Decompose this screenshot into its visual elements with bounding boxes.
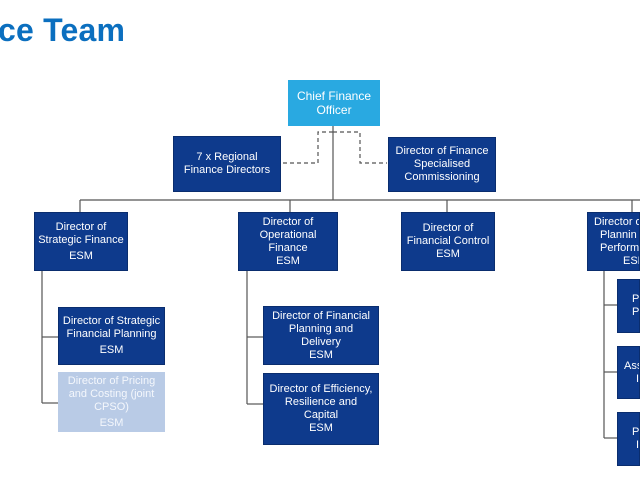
right-sub-box-1: P P	[617, 279, 640, 333]
regional-finance-directors-box: 7 x Regional Finance Directors	[173, 136, 281, 192]
box-line: Financial Control	[406, 235, 490, 247]
box-line: ESM	[276, 254, 300, 267]
box-line: Director of	[55, 220, 107, 233]
box-line: Director o	[594, 215, 640, 228]
box-line: I	[636, 439, 640, 451]
box-line: Resilience and	[284, 396, 358, 408]
box-line: CPSO)	[94, 400, 129, 413]
box-line: Director of	[422, 222, 474, 234]
box-line: P	[632, 306, 640, 318]
box-line: Plannin	[600, 228, 637, 241]
box-line: Director of Efficiency,	[269, 383, 373, 395]
box-line: Financial Planning	[66, 328, 157, 340]
box-line: ESM	[436, 248, 460, 260]
box-line: Officer	[316, 103, 352, 117]
director-strategic-finance-box: Director of Strategic Finance ESM	[34, 212, 128, 271]
right-sub-box-3: P I	[617, 412, 640, 466]
box-line: Planning and	[288, 322, 354, 335]
box-line: Finance Directors	[183, 164, 271, 176]
director-strategic-financial-planning-box: Director of Strategic Financial Planning…	[58, 307, 165, 365]
box-line: Operational	[259, 228, 317, 241]
box-line: Director of Finance	[395, 145, 489, 157]
director-operational-finance-box: Director of Operational Finance ESM	[238, 212, 338, 271]
box-line: Specialised	[413, 158, 471, 170]
director-pricing-costing-box: Director of Pricing and Costing (joint C…	[58, 372, 165, 432]
box-line: P	[632, 293, 640, 305]
box-line: P	[632, 426, 640, 438]
director-planning-performance-box: Director o Plannin Perform ESM	[587, 212, 640, 271]
chief-finance-officer-box: Chief Finance Officer	[288, 80, 380, 126]
box-line: ESM	[309, 422, 333, 434]
box-line: ESM	[623, 254, 639, 267]
box-line: Ass	[624, 359, 639, 372]
box-line: ESM	[99, 344, 124, 356]
director-financial-planning-delivery-box: Director of Financial Planning and Deliv…	[263, 306, 379, 365]
box-line: Delivery	[301, 335, 341, 348]
box-line: Director of Pricing	[67, 374, 156, 387]
box-line: Director of	[262, 215, 314, 228]
specialised-commissioning-box: Director of Finance Specialised Commissi…	[388, 137, 496, 192]
box-line: Strategic Finance	[38, 233, 124, 246]
box-line: 7 x Regional	[196, 151, 258, 163]
box-line: ESM	[69, 249, 93, 262]
box-line: Director of Strategic	[62, 315, 161, 327]
box-line: Chief Finance	[296, 89, 372, 103]
box-line: Director of Financial	[272, 309, 370, 322]
box-line: ESM	[99, 416, 124, 429]
box-line: Capital	[303, 409, 339, 421]
director-efficiency-resilience-capital-box: Director of Efficiency, Resilience and C…	[263, 373, 379, 445]
director-financial-control-box: Director of Financial Control ESM	[401, 212, 495, 271]
box-line: ESM	[309, 348, 333, 361]
box-line: Finance	[268, 241, 308, 254]
right-sub-box-2: Ass I	[617, 346, 640, 399]
page-title: ce Team	[0, 12, 126, 48]
box-line: and Costing (joint	[68, 387, 155, 400]
box-line: Perform	[600, 241, 640, 254]
box-line: I	[636, 372, 640, 385]
box-line: Commissioning	[404, 171, 480, 183]
